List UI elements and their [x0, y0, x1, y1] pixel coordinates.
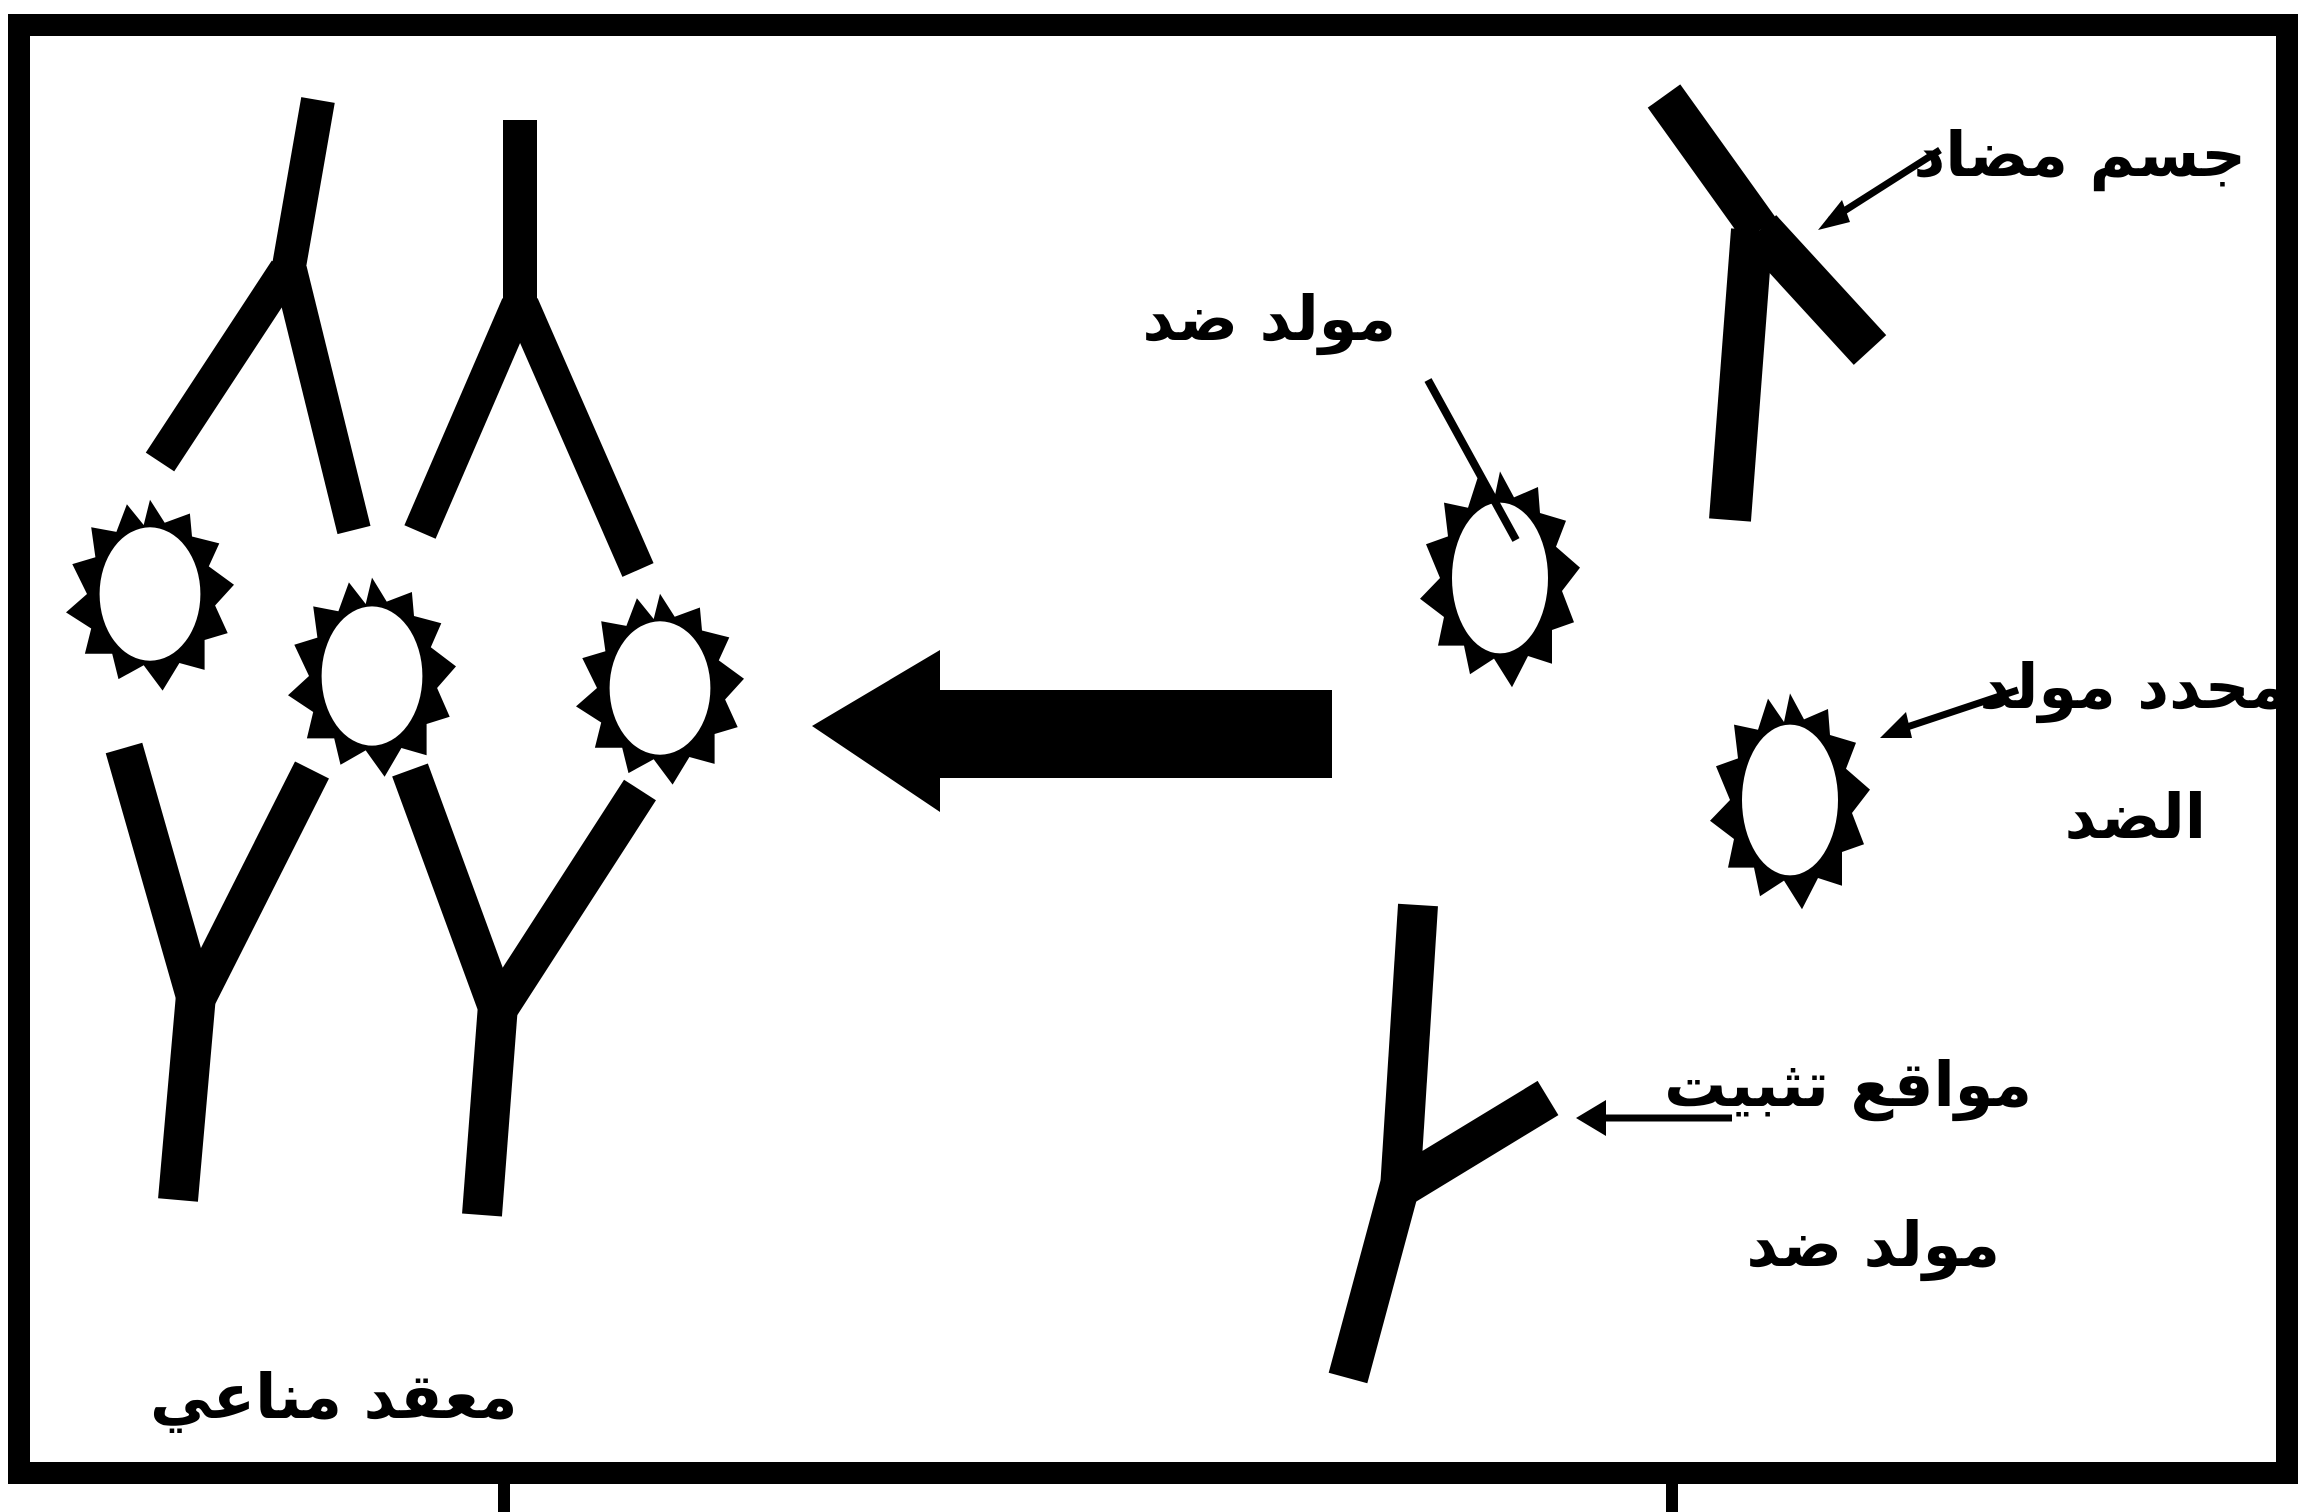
epitope-label-line2: الضد: [2065, 780, 2206, 854]
immune-complex-icon: [66, 100, 744, 1215]
binding-site-antibody-icon: [1348, 905, 1548, 1378]
binding-site-label-line1: مواقع تثبيت: [1664, 1048, 2032, 1122]
epitope-label-line1: محدد مولد: [1979, 650, 2288, 724]
binding-site-label-line2: مولد ضد: [1746, 1208, 2000, 1282]
epitope-icon: [1710, 693, 1870, 909]
antibody-icon: [1664, 96, 1870, 520]
antibody-label: جسم مضاد: [1913, 118, 2246, 192]
transform-arrow-icon: [812, 650, 1332, 812]
immune-complex-label: معقد مناعي: [150, 1360, 517, 1434]
antigen-label: مولد ضد: [1142, 282, 1396, 356]
